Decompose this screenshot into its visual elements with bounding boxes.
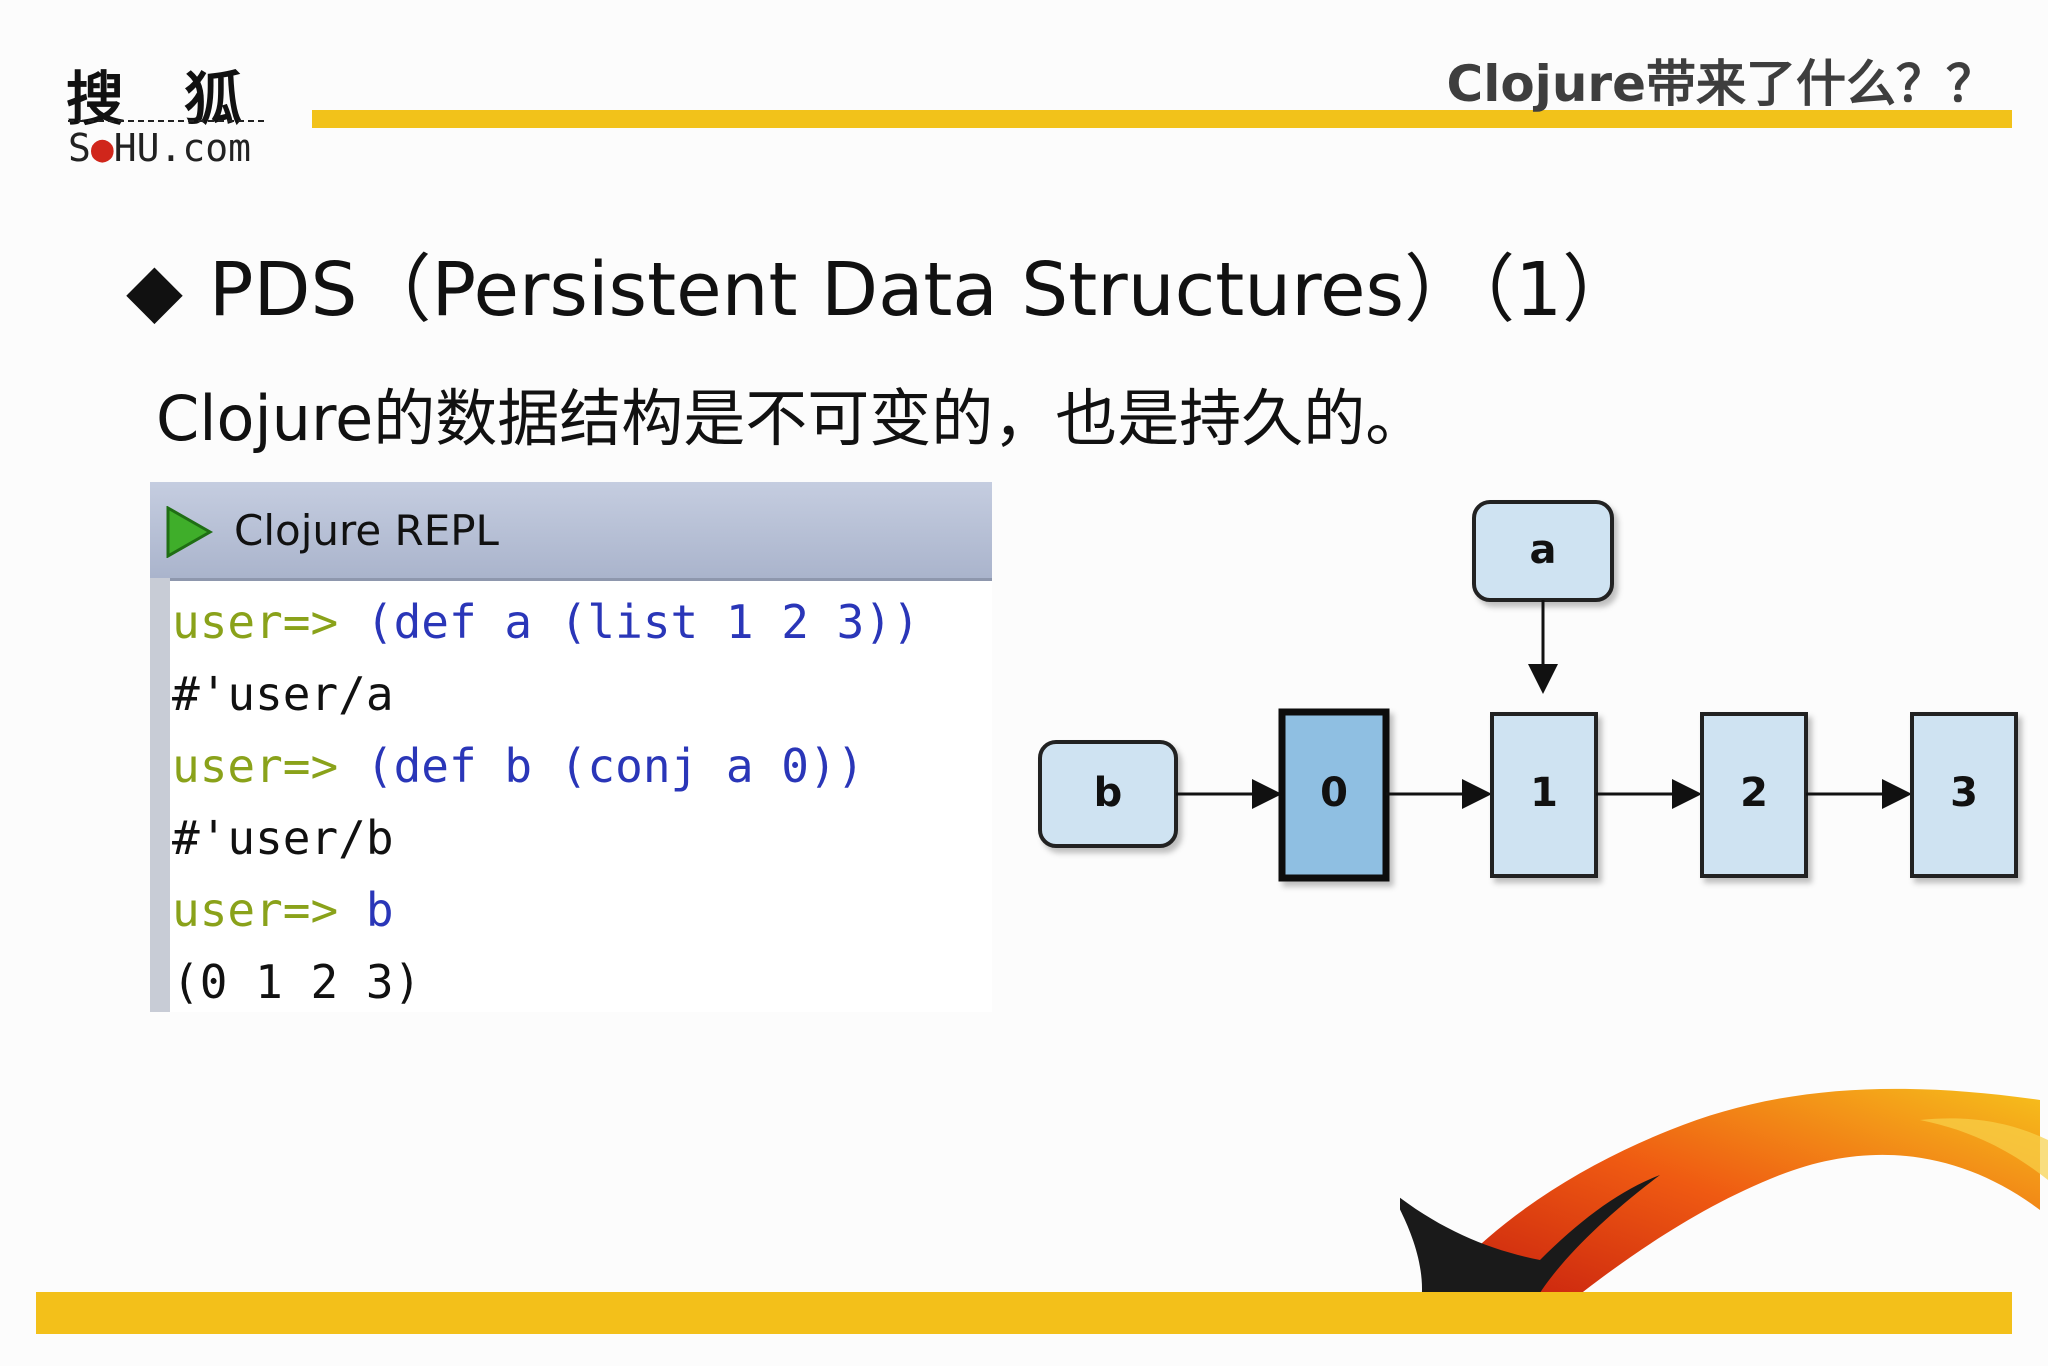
variable-b: b: [1040, 742, 1176, 846]
repl-titlebar: Clojure REPL: [150, 482, 992, 581]
repl-screenshot: Clojure REPL user=> (def a (list 1 2 3))…: [150, 482, 992, 1012]
repl-line: #'user/b: [172, 802, 920, 874]
list-node-1: 1: [1492, 714, 1596, 876]
list-node-3-label: 3: [1950, 770, 1978, 816]
list-node-2-label: 2: [1740, 770, 1768, 816]
slide-title-text: PDS（Persistent Data Structures）（1）: [209, 247, 1636, 333]
fox-tail-swoosh: [1400, 1060, 2048, 1300]
logo-chinese: 搜狐: [66, 52, 302, 136]
header-title: Clojure带来了什么？？: [1447, 44, 1997, 116]
sohu-logo: 搜狐 S●HU.com: [66, 52, 276, 167]
repl-code: (def a (list 1 2 3)): [366, 595, 920, 649]
list-node-3: 3: [1912, 714, 2016, 876]
repl-code: b: [366, 883, 394, 937]
list-node-0: 0: [1282, 712, 1386, 878]
play-icon: [164, 506, 214, 558]
repl-line: (0 1 2 3): [172, 946, 920, 1018]
variable-a-label: a: [1530, 527, 1557, 573]
linked-list-diagram: a b 0 1 2 3: [1030, 490, 2030, 910]
logo-dot: ●: [91, 126, 114, 170]
repl-output: user=> (def a (list 1 2 3)) #'user/a use…: [172, 586, 920, 1018]
repl-prompt: user=>: [172, 883, 366, 937]
repl-left-edge: [150, 578, 170, 1012]
repl-line: #'user/a: [172, 658, 920, 730]
logo-domain: S●HU.com: [68, 126, 251, 170]
footer-accent-bar: [36, 1292, 2012, 1334]
repl-prompt: user=>: [172, 739, 366, 793]
list-node-0-label: 0: [1320, 770, 1348, 816]
slide-subtitle: Clojure的数据结构是不可变的，也是持久的。: [156, 368, 1427, 458]
repl-line: user=> (def b (conj a 0)): [172, 730, 920, 802]
list-node-1-label: 1: [1530, 770, 1558, 816]
variable-b-label: b: [1094, 770, 1123, 816]
repl-line: user=> (def a (list 1 2 3)): [172, 586, 920, 658]
diamond-bullet-icon: ◆: [126, 247, 183, 333]
repl-line: user=> b: [172, 874, 920, 946]
repl-code: (def b (conj a 0)): [366, 739, 865, 793]
repl-title: Clojure REPL: [234, 506, 499, 555]
slide-title: ◆ PDS（Persistent Data Structures）（1）: [126, 230, 1636, 337]
repl-prompt: user=>: [172, 595, 366, 649]
list-node-2: 2: [1702, 714, 1806, 876]
variable-a: a: [1474, 502, 1612, 600]
logo-divider: [68, 120, 264, 122]
